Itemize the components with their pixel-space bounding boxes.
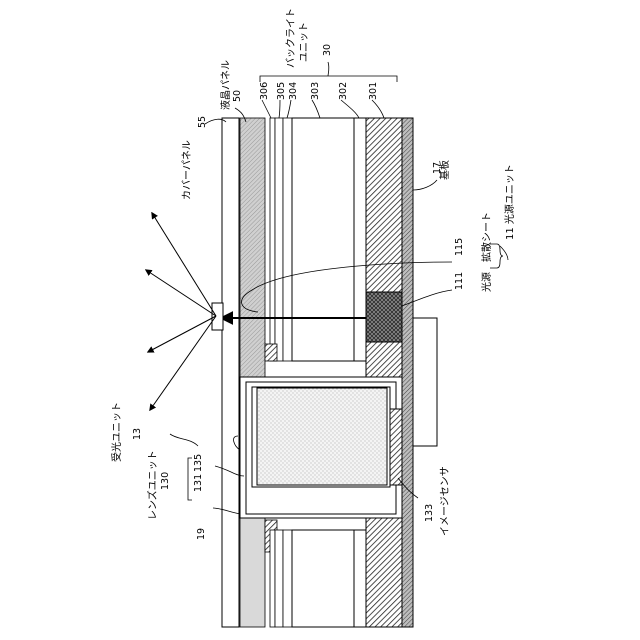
svg-text:303: 303 — [310, 82, 321, 100]
label-backlight-2: ユニット — [299, 22, 310, 62]
label-lens-135: 135 — [193, 454, 204, 472]
label-receiver-unit-num: 13 — [132, 428, 143, 440]
lens-body — [257, 388, 387, 485]
label-image-sensor: イメージセンサ — [439, 466, 451, 536]
lc-panel-lower — [240, 518, 265, 627]
svg-text:135: 135 — [193, 454, 204, 472]
label-lens-unit: レンズユニット — [146, 450, 159, 520]
label-light-source-unit: 11 光源ユニット — [503, 164, 516, 240]
svg-text:133: 133 — [424, 504, 435, 522]
svg-text:301: 301 — [368, 82, 379, 100]
frame-301-lower-part — [366, 342, 402, 377]
svg-text:305: 305 — [276, 82, 287, 100]
svg-text:30: 30 — [322, 44, 333, 56]
svg-text:カバーパネル: カバーパネル — [181, 140, 193, 200]
substrate — [402, 118, 413, 627]
label-diffusion-sheet: 拡散シート — [480, 212, 493, 262]
optical-sheets-upper — [270, 118, 292, 361]
image-sensor — [390, 409, 402, 485]
svg-text:ユニット: ユニット — [299, 22, 310, 62]
svg-text:306: 306 — [259, 82, 270, 100]
svg-text:130: 130 — [160, 472, 171, 490]
label-lc-panel-num: 50 — [232, 90, 243, 102]
control-wire — [413, 318, 437, 446]
svg-text:115: 115 — [454, 238, 465, 256]
scattered-rays — [146, 213, 216, 410]
label-receiver-unit: 受光ユニット — [110, 402, 123, 462]
svg-text:拡散シート: 拡散シート — [480, 212, 493, 262]
svg-text:111: 111 — [454, 272, 465, 290]
label-backlight-1: バックライト — [285, 8, 297, 68]
label-light-source-num: 111 — [454, 272, 465, 290]
label-303: 303 — [310, 82, 321, 100]
svg-text:17: 17 — [432, 162, 443, 174]
reflector-lower — [354, 530, 366, 627]
light-guide-lower — [292, 530, 354, 627]
reflector-upper — [354, 118, 366, 361]
svg-text:304: 304 — [288, 82, 299, 100]
label-301: 301 — [368, 82, 379, 100]
label-305: 305 — [276, 82, 287, 100]
light-source — [366, 292, 402, 342]
label-diffusion-sheet-num: 115 — [454, 238, 465, 256]
label-lc-panel: 液晶パネル — [219, 60, 232, 110]
surface-object — [212, 303, 223, 330]
svg-text:イメージセンサ: イメージセンサ — [439, 466, 451, 536]
leader-bracket-130 — [188, 458, 192, 500]
light-guide-upper — [292, 118, 354, 361]
label-lens-131: 131 — [193, 474, 204, 492]
svg-text:光源: 光源 — [480, 272, 493, 292]
label-304: 304 — [288, 82, 299, 100]
label-302: 302 — [338, 82, 349, 100]
seal-block-upper — [265, 344, 277, 361]
svg-text:131: 131 — [193, 474, 204, 492]
svg-text:受光ユニット: 受光ユニット — [110, 402, 123, 462]
svg-text:レンズユニット: レンズユニット — [146, 450, 159, 520]
svg-text:11 光源ユニット: 11 光源ユニット — [503, 164, 516, 240]
svg-text:55: 55 — [197, 116, 208, 128]
svg-text:液晶パネル: 液晶パネル — [219, 60, 232, 110]
label-substrate-num: 17 — [432, 162, 443, 174]
svg-text:302: 302 — [338, 82, 349, 100]
frame-301-upper — [366, 118, 402, 292]
svg-text:19: 19 — [196, 528, 207, 540]
svg-text:50: 50 — [232, 90, 243, 102]
label-edge-19: 19 — [196, 528, 207, 540]
optical-sheets-lower — [270, 530, 292, 627]
label-light-source: 光源 — [480, 272, 493, 292]
label-backlight-num: 30 — [322, 44, 333, 56]
label-lens-unit-num: 130 — [160, 472, 171, 490]
label-306: 306 — [259, 82, 270, 100]
svg-text:13: 13 — [132, 428, 143, 440]
label-cover-panel: カバーパネル — [181, 140, 193, 200]
label-cover-panel-num: 55 — [197, 116, 208, 128]
lc-panel-upper — [240, 118, 265, 377]
label-image-sensor-num: 133 — [424, 504, 435, 522]
frame-301-bottom — [366, 518, 402, 627]
svg-text:バックライト: バックライト — [285, 8, 297, 68]
cover-panel — [222, 118, 239, 627]
